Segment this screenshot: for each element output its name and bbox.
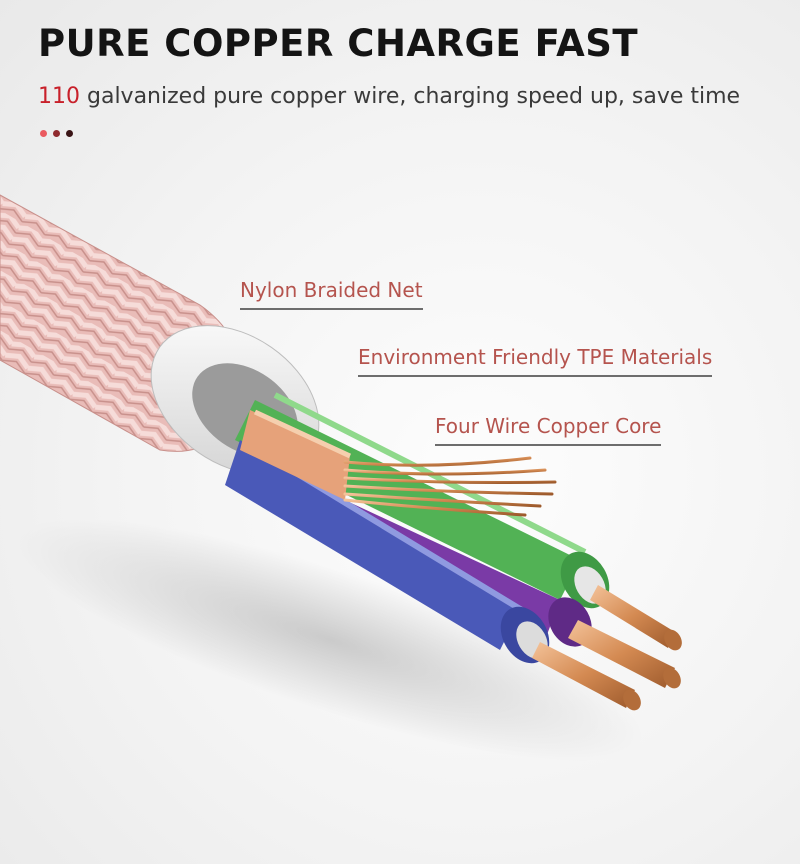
subtitle: 110 galvanized pure copper wire, chargin… — [38, 84, 740, 109]
dot-icon — [66, 130, 73, 137]
dot-icon — [53, 130, 60, 137]
callout-tpe-materials: Environment Friendly TPE Materials — [358, 345, 713, 377]
subtitle-number: 110 — [38, 84, 80, 109]
decorative-dots — [40, 130, 73, 137]
callout-copper-core: Four Wire Copper Core — [435, 414, 662, 446]
page-title: PURE COPPER CHARGE FAST — [38, 22, 639, 65]
dot-icon — [40, 130, 47, 137]
subtitle-text: galvanized pure copper wire, charging sp… — [80, 84, 741, 109]
cable-cross-section-icon — [0, 194, 682, 762]
callout-nylon-braided-net: Nylon Braided Net — [240, 278, 423, 310]
